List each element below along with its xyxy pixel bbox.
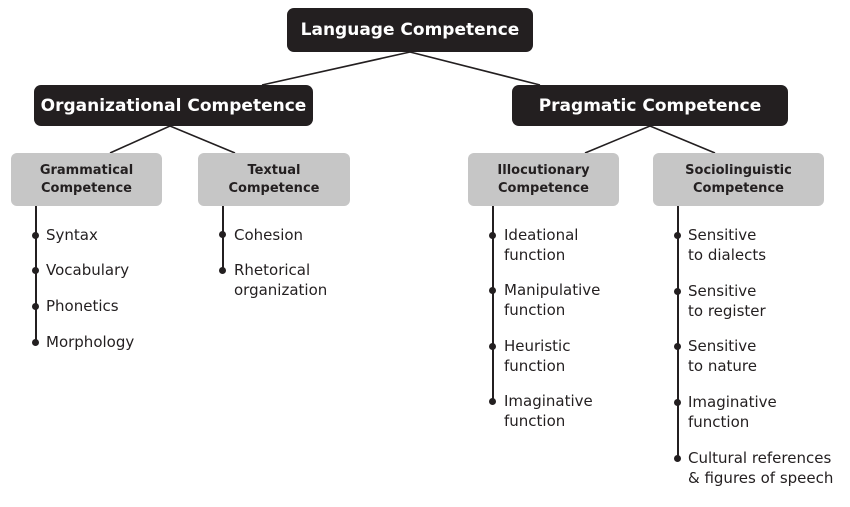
list-bullet [32,267,39,274]
node-textual-competence-label: Textual Competence [228,162,320,196]
node-organizational-competence: Organizational Competence [34,85,313,126]
node-organizational-competence-label: Organizational Competence [40,95,307,116]
list-item-phonetics: Phonetics [46,297,119,315]
connector-pragmatic-illocutionary [584,125,651,154]
node-illocutionary-competence: Illocutionary Competence [468,153,619,206]
node-pragmatic-competence: Pragmatic Competence [512,85,788,126]
list-item-heuristic-function: Heuristic function [504,337,571,375]
list-item-rhetorical-organization: Rhetorical organization [234,261,328,299]
list-bullet [219,231,226,238]
list-item-manipulative-function: Manipulative function [504,281,601,319]
node-sociolinguistic-competence: Sociolinguistic Competence [653,153,824,206]
list-item-sensitive-to-dialects: Sensitive to dialects [688,226,767,264]
list-bullet [32,232,39,239]
connector-organizational-grammatical [109,125,171,154]
list-bullet [32,303,39,310]
list-item-cohesion: Cohesion [234,226,304,244]
node-textual-competence: Textual Competence [198,153,350,206]
list-item-morphology: Morphology [46,333,135,351]
node-sociolinguistic-competence-label: Sociolinguistic Competence [685,162,792,196]
list-bullet [489,287,496,294]
list-item-sensitive-to-register: Sensitive to register [688,282,766,320]
node-language-competence: Language Competence [287,8,533,52]
list-item-imaginative-function: Imaginative function [504,392,593,430]
list-bullet [489,398,496,405]
textual-list-line [222,206,224,272]
list-bullet [674,343,681,350]
list-bullet [674,288,681,295]
connector-root-organizational [261,51,411,86]
list-item-cultural-references: Cultural references & figures of speech [688,449,834,487]
node-grammatical-competence: Grammatical Competence [11,153,162,206]
list-bullet [674,232,681,239]
list-item-sensitive-to-nature: Sensitive to nature [688,337,757,375]
illocutionary-list-line [492,206,494,403]
list-item-syntax: Syntax [46,226,98,244]
list-bullet [674,455,681,462]
node-language-competence-label: Language Competence [300,20,520,40]
list-bullet [219,267,226,274]
node-pragmatic-competence-label: Pragmatic Competence [538,95,762,116]
list-bullet [489,232,496,239]
grammatical-list-line [35,206,37,343]
sociolinguistic-list-line [677,206,679,460]
connector-pragmatic-sociolinguistic [649,125,716,154]
list-item-ideational-function: Ideational function [504,226,579,264]
node-grammatical-competence-label: Grammatical Competence [39,162,134,196]
connector-organizational-textual [169,125,236,154]
node-illocutionary-competence-label: Illocutionary Competence [497,162,590,196]
list-item-vocabulary: Vocabulary [46,261,130,279]
list-bullet [32,339,39,346]
connector-root-pragmatic [409,51,541,86]
list-item-imaginative-function: Imaginative function [688,393,777,431]
list-bullet [674,399,681,406]
list-bullet [489,343,496,350]
